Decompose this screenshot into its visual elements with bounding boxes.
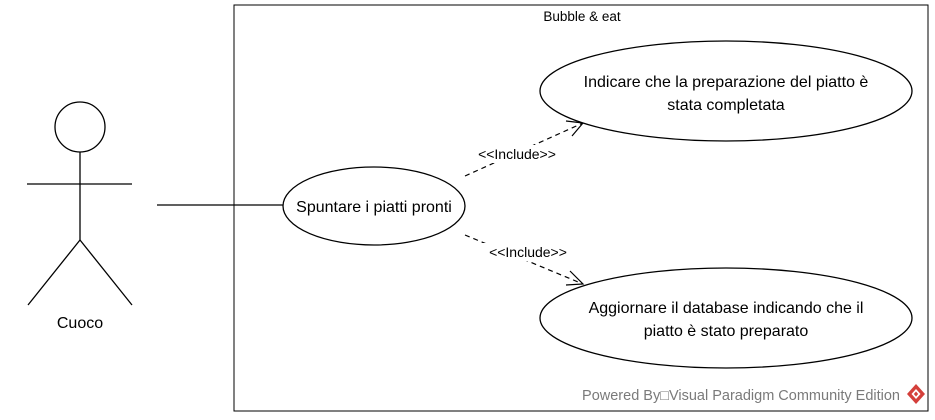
- use-case-label: Spuntare i piatti pronti: [296, 199, 452, 216]
- system-title: Bubble & eat: [543, 9, 621, 24]
- arrowhead-bottom: [565, 270, 585, 286]
- footer-watermark: Powered By□Visual Paradigm Community Edi…: [582, 384, 925, 404]
- use-case-label-line2: stata completata: [667, 97, 785, 114]
- include-relation-top: <<Include>>: [464, 120, 585, 177]
- include-label-top: <<Include>>: [478, 146, 556, 162]
- use-case-label-line2: piatto è stato preparato: [644, 323, 809, 340]
- powered-by-text: Powered By□Visual Paradigm Community Edi…: [582, 388, 900, 404]
- include-label-bottom: <<Include>>: [489, 244, 567, 260]
- use-case-indicare-preparazione[interactable]: Indicare che la preparazione del piatto …: [539, 40, 913, 142]
- use-case-spuntare-piatti[interactable]: Spuntare i piatti pronti: [282, 166, 466, 246]
- actor-left-leg: [27, 239, 81, 306]
- actor-cuoco[interactable]: Cuoco: [27, 101, 133, 332]
- use-case-aggiornare-database[interactable]: Aggiornare il database indicando che il …: [539, 267, 913, 369]
- visual-paradigm-logo-icon: [907, 384, 925, 404]
- use-case-label-line1: Indicare che la preparazione del piatto …: [584, 74, 869, 91]
- use-case-label-line1: Aggiornare il database indicando che il: [589, 300, 864, 317]
- actor-right-leg: [79, 239, 133, 306]
- actor-head: [54, 101, 106, 153]
- include-relation-bottom: <<Include>>: [464, 234, 585, 286]
- actor-name: Cuoco: [57, 315, 103, 332]
